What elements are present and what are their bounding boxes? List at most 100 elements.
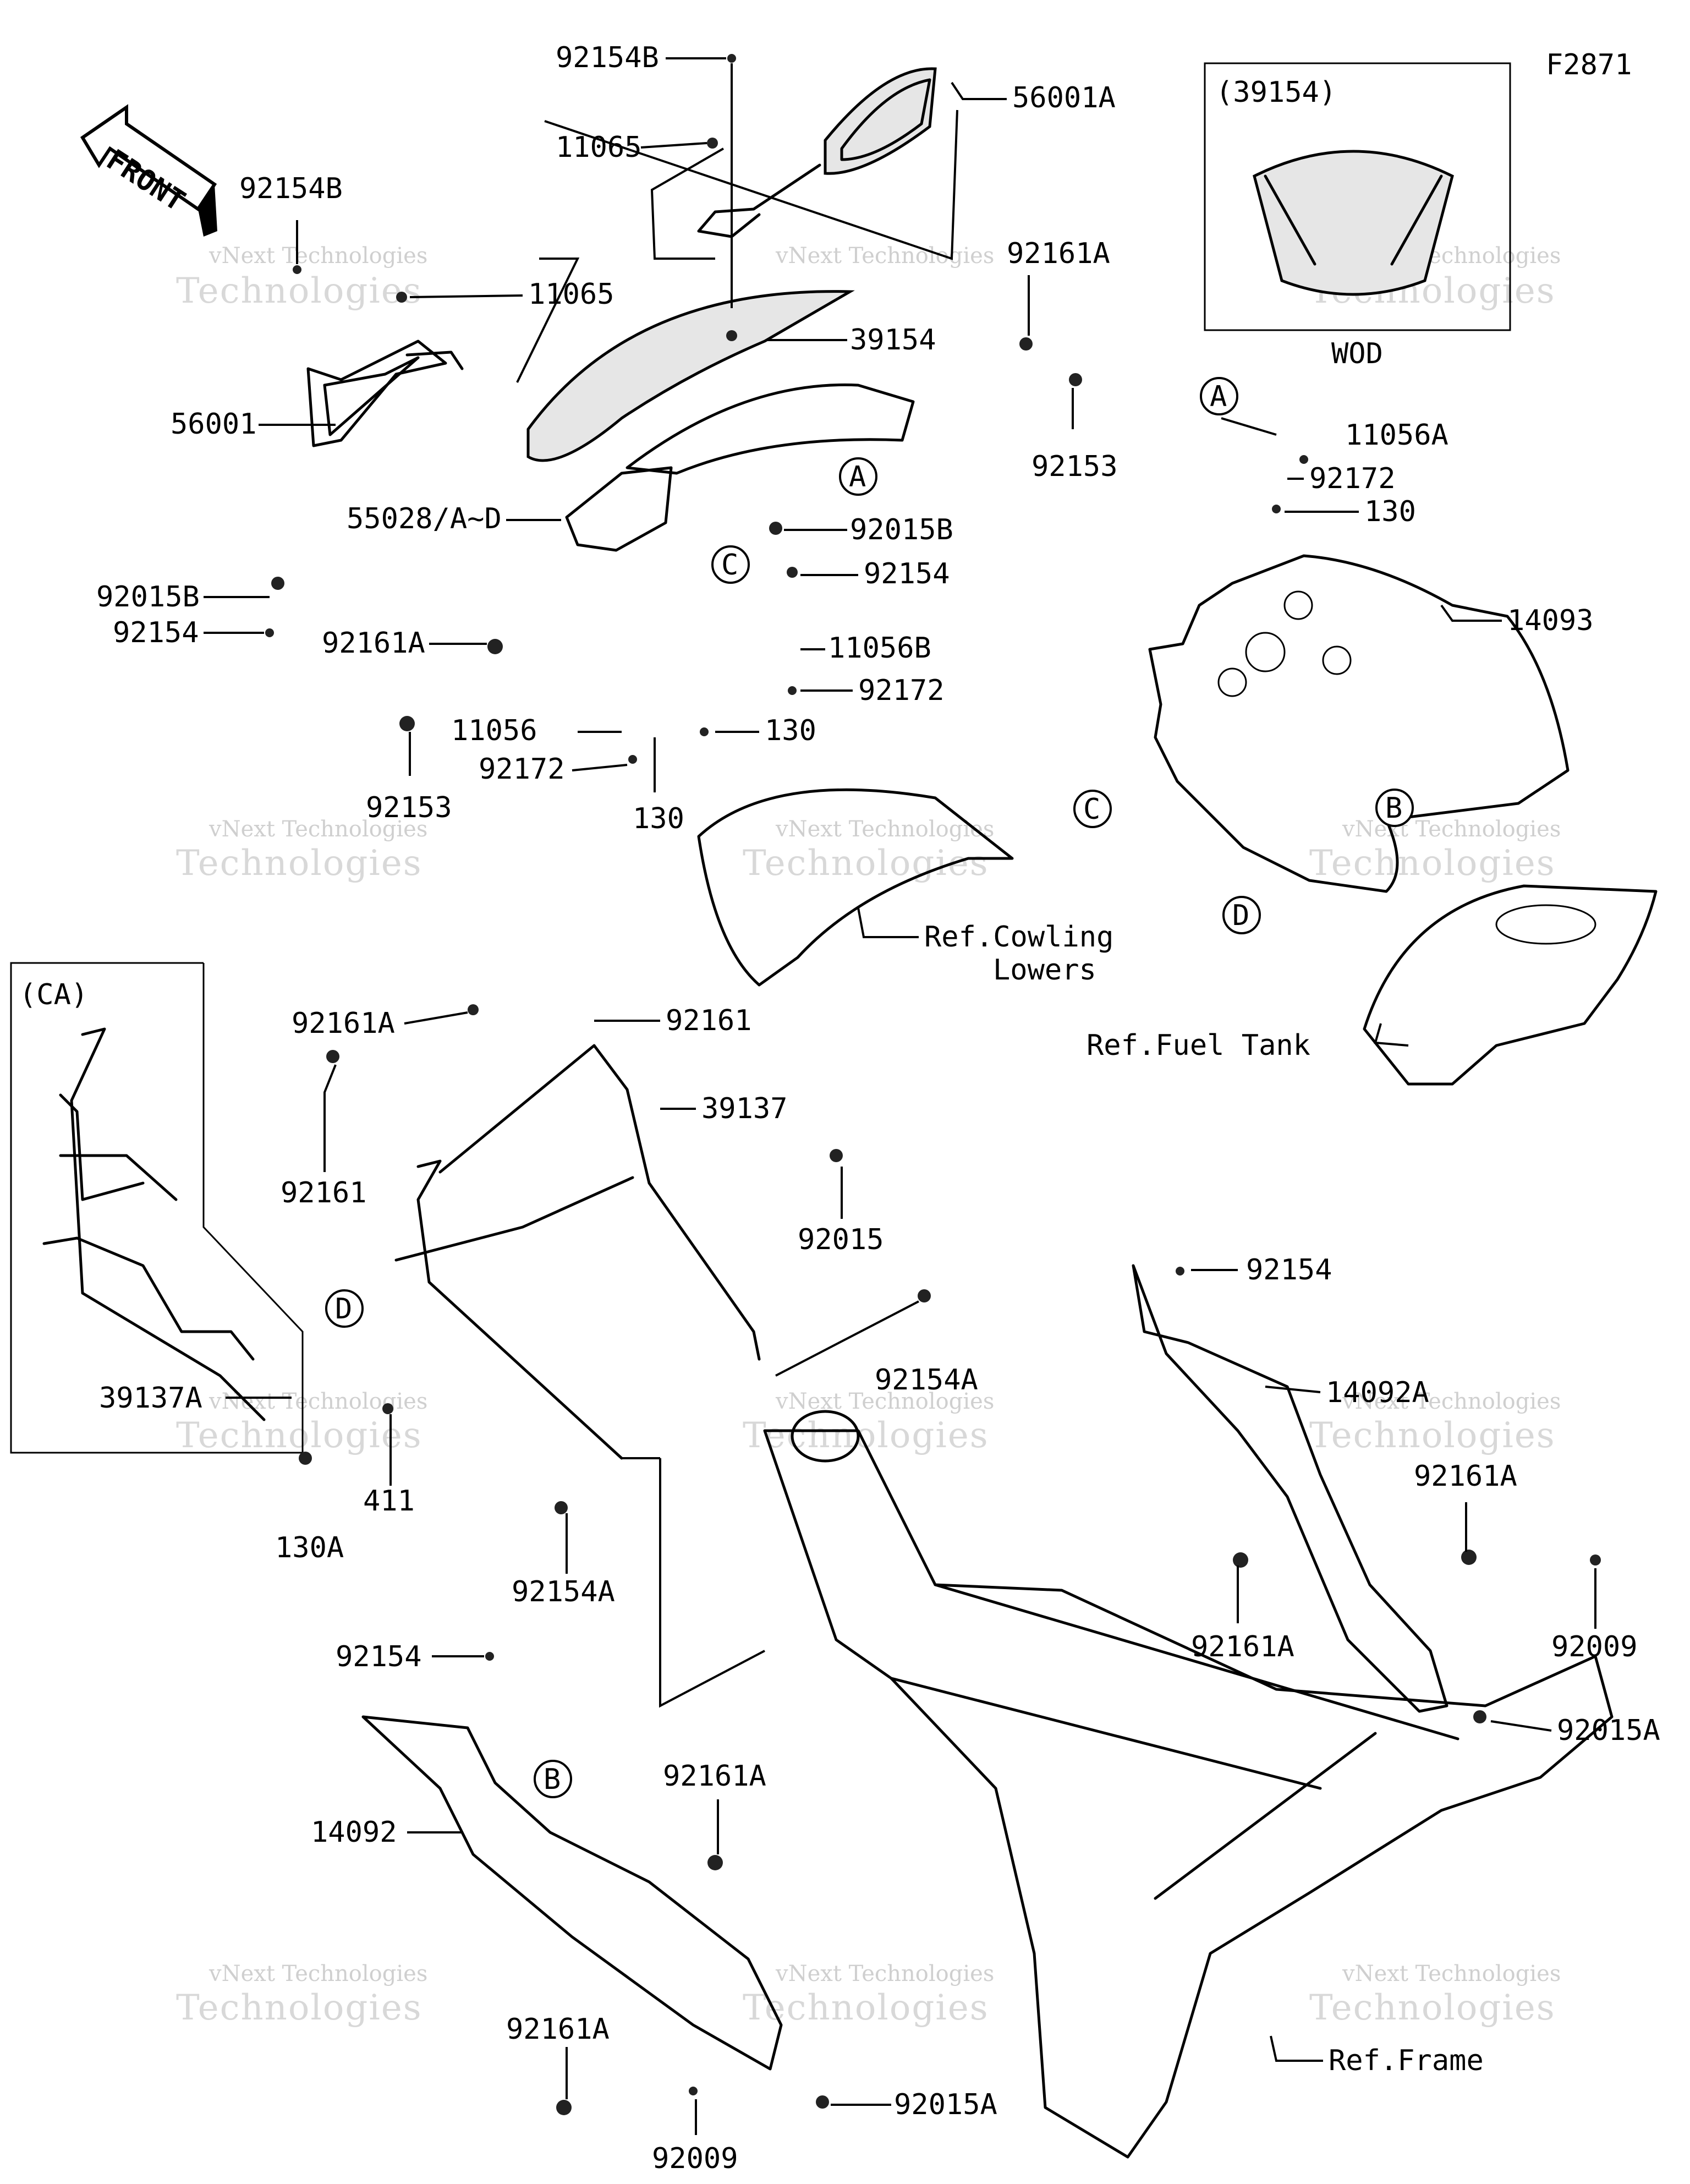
watermark-text: Technologies [743, 843, 989, 884]
part-label: 11056 [451, 714, 537, 747]
fastener-icons [265, 54, 1601, 2115]
side-panel-14092A [1132, 1264, 1448, 1713]
inset-caption: WOD [1331, 337, 1383, 370]
leader-lines [204, 57, 1596, 2135]
inset-39154: (39154) WOD [1204, 62, 1511, 370]
part-label: 92172 [479, 753, 565, 786]
part-label: 92154 [1246, 1254, 1332, 1287]
part-label: 14093 [1507, 604, 1594, 637]
svg-text:A: A [849, 461, 866, 494]
watermark-text: Technologies [176, 1415, 422, 1456]
diagram-code: F2871 [1546, 48, 1632, 81]
svg-text:A: A [1210, 380, 1227, 413]
watermark-text: vNext Technologies [1342, 817, 1561, 842]
part-label: 130 [633, 802, 684, 835]
part-label: 14092 [311, 1816, 397, 1849]
part-label: 11065 [556, 131, 642, 164]
part-label: 92015B [96, 581, 200, 614]
part-label: 92153 [366, 791, 452, 824]
frame [763, 1429, 1614, 2159]
watermark-text: vNext Technologies [208, 1389, 427, 1414]
callout-c: C C [711, 545, 1112, 828]
part-label: 92154 [864, 557, 950, 590]
part-label: 11056B [828, 632, 931, 665]
part-label: 11065 [528, 278, 614, 311]
part-label: 92161 [281, 1176, 367, 1209]
part-label: 92154B [239, 172, 343, 205]
watermark-text: vNext Technologies [775, 1389, 994, 1414]
watermark-text: vNext Technologies [208, 1961, 427, 1986]
part-label: 92009 [1551, 1630, 1638, 1663]
part-label: Ref.Fuel Tank [1087, 1029, 1310, 1062]
watermark-text: vNext Technologies [1342, 1961, 1561, 1986]
watermark-text: vNext Technologies [775, 243, 994, 269]
part-label: 92161A [663, 1760, 766, 1793]
part-label: Ref.Frame [1329, 2044, 1484, 2077]
watermark-text: vNext Technologies [208, 817, 427, 842]
mirror-left [306, 340, 464, 447]
svg-text:C: C [1083, 793, 1100, 826]
part-label: 92153 [1031, 450, 1118, 483]
svg-text:B: B [1385, 792, 1402, 825]
watermark-text: Technologies [176, 1988, 422, 2028]
inset-ca: (CA) [10, 962, 304, 1454]
part-label: 92154A [875, 1364, 978, 1397]
watermark-text: Technologies [176, 271, 422, 311]
part-label: 56001A [1012, 81, 1116, 114]
bracket-39137 [394, 1044, 761, 1460]
part-label: 92015B [850, 513, 953, 546]
watermark-text: Technologies [1309, 1415, 1556, 1456]
part-label: 39137 [701, 1092, 788, 1125]
part-label: 130A [275, 1531, 344, 1564]
part-label: 92161A [292, 1007, 395, 1040]
front-arrow-icon: FRONT [80, 104, 217, 237]
meter-cover [625, 383, 915, 475]
watermark-text: Technologies [176, 843, 422, 884]
callout-d: D D [325, 896, 1261, 1328]
part-label: 92009 [652, 2142, 738, 2175]
part-label: 92161A [506, 2013, 610, 2046]
part-label: 92161A [1414, 1460, 1517, 1493]
part-label: 92015A [894, 2088, 997, 2121]
part-label: 56001 [171, 408, 257, 441]
inset-title: (39154) [1216, 76, 1336, 109]
part-labels: 92154B 56001A 11065 92154B 11065 39154 9… [96, 41, 1660, 2175]
part-label: 411 [363, 1485, 415, 1518]
inner-cowl-14093 [1148, 554, 1570, 893]
windshield [526, 290, 855, 462]
part-label: Ref.Cowling [924, 921, 1113, 954]
part-label: 92161A [1191, 1630, 1294, 1663]
watermark-text: Technologies [1309, 843, 1556, 884]
part-label: 92154 [336, 1640, 422, 1673]
part-label: 92015A [1557, 1714, 1660, 1747]
svg-text:D: D [335, 1293, 352, 1326]
svg-text:D: D [1232, 899, 1249, 932]
part-label: 92172 [858, 674, 945, 707]
callout-b: B B [534, 789, 1414, 1798]
part-label: 92172 [1309, 462, 1396, 495]
part-label: 39137A [99, 1382, 202, 1415]
part-label: 92161A [322, 627, 425, 660]
part-label: 130 [765, 714, 816, 747]
part-label: 130 [1364, 495, 1416, 528]
part-label: 92161 [666, 1004, 752, 1037]
part-label: 39154 [850, 324, 936, 357]
side-panel-14092 [361, 1715, 783, 2071]
cowling-lower [697, 788, 1014, 987]
part-label: 92154 [113, 616, 199, 649]
watermark-text: vNext Technologies [208, 243, 427, 269]
watermark-text: vNext Technologies [1342, 1389, 1561, 1414]
part-label: 14092A [1326, 1376, 1429, 1409]
fuel-tank [1363, 884, 1658, 1086]
part-label: 92015 [798, 1223, 884, 1256]
part-label: 55028/A~D [347, 502, 502, 535]
svg-text:B: B [544, 1763, 561, 1796]
svg-text:C: C [721, 549, 738, 582]
watermark-text: Technologies [743, 1988, 989, 2028]
watermark-text: Technologies [743, 1415, 989, 1456]
part-label: Lowers [993, 954, 1096, 987]
watermark-text: Technologies [1309, 1988, 1556, 2028]
part-label: 92154B [556, 41, 659, 74]
